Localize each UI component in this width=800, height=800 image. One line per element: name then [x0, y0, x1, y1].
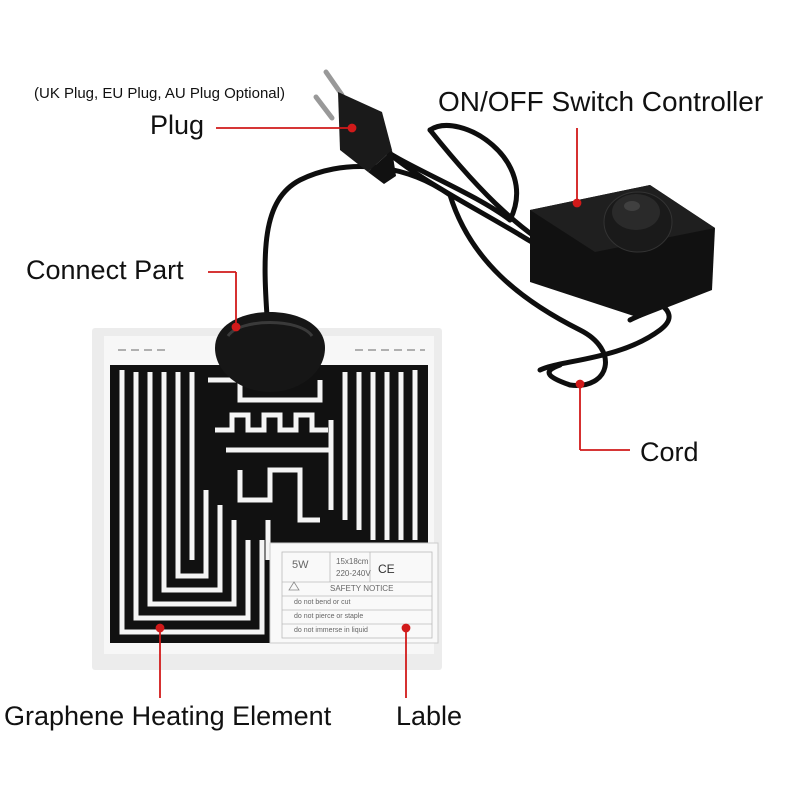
lable-label: Lable [396, 701, 463, 731]
connect-part [215, 312, 325, 392]
sticker-rule-1: do not bend or cut [294, 599, 351, 606]
eu-plug [313, 69, 396, 184]
sticker-size: 15x18cm [336, 557, 369, 566]
plug-options-note: (UK Plug, EU Plug, AU Plug Optional) [34, 85, 285, 102]
plug-label: Plug [150, 110, 205, 140]
sticker-power: 5W [292, 559, 309, 571]
ce-mark: CE [378, 562, 395, 576]
graphene-heating-element-label: Graphene Heating Element [4, 701, 332, 731]
pointer-lines [155, 123, 630, 698]
connect-part-label: Connect Part [26, 255, 184, 285]
cord-label: Cord [640, 437, 699, 467]
heating-pad [92, 328, 442, 670]
sticker-rule-2: do not pierce or staple [294, 613, 364, 620]
sticker-notice: SAFETY NOTICE [330, 584, 394, 593]
switch-controller-label: ON/OFF Switch Controller [438, 86, 764, 117]
switch-controller [530, 185, 715, 318]
sticker-voltage: 220-240V [336, 569, 371, 578]
sticker-rule-3: do not immerse in liquid [294, 627, 368, 634]
